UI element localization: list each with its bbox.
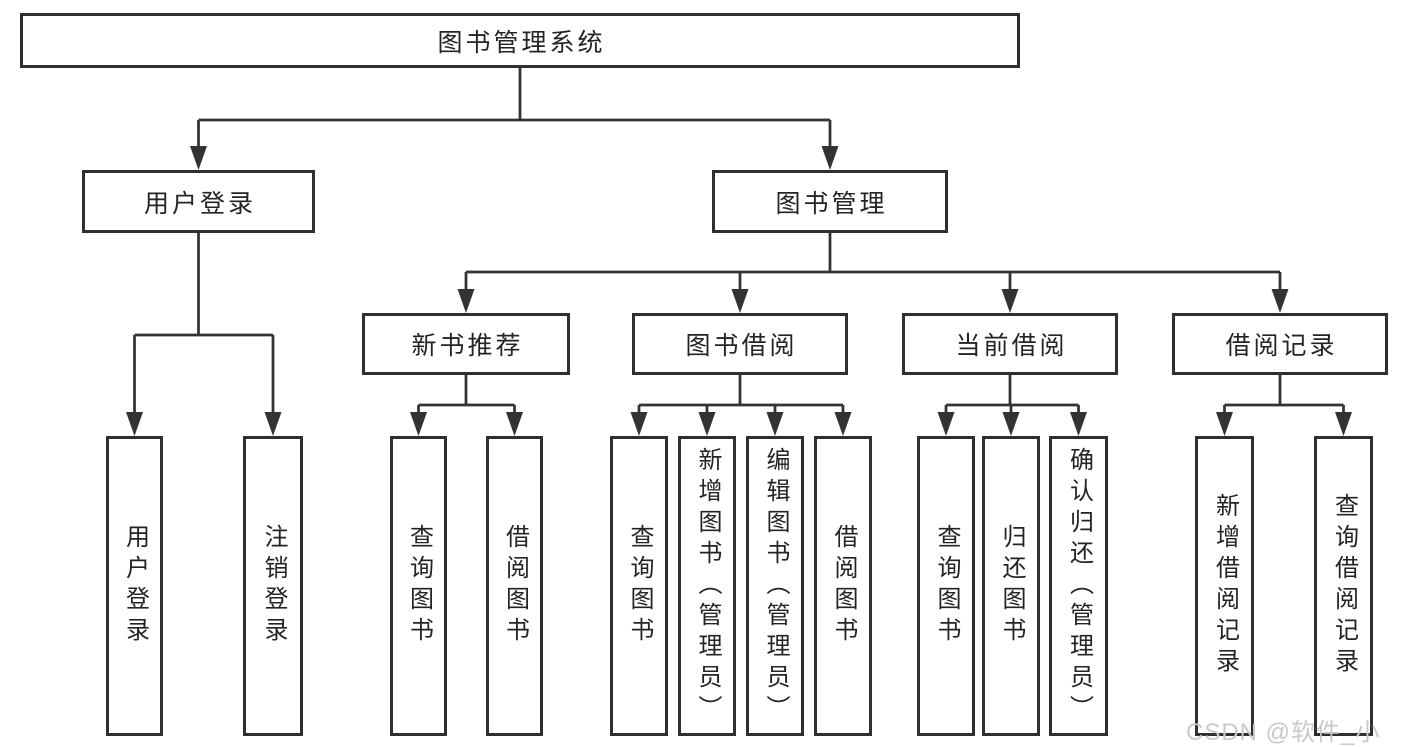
leaf-newbook-borrow-books: 借阅图书 [486,436,543,736]
node-borrow-records: 借阅记录 [1172,313,1388,375]
leaf-borrow-add-books-admin: 新增图书（管理员） [678,436,736,736]
connectors-book-mgmt-to-level3 [457,233,1289,313]
leaf-records-query-borrow-record: 查询借阅记录 [1314,436,1373,736]
connectors-book-borrow-to-leaves [630,375,852,436]
connectors-current-borrow-to-leaves [937,375,1087,436]
leaf-current-query-books: 查询图书 [917,436,975,736]
node-new-book-recommend: 新书推荐 [362,313,570,375]
leaf-newbook-query-books: 查询图书 [390,436,447,736]
connectors-borrow-records-to-leaves [1216,375,1352,436]
node-book-borrowing: 图书借阅 [632,313,848,375]
leaf-records-add-borrow-record: 新增借阅记录 [1195,436,1254,736]
connectors-user-login-to-leaves [126,233,282,436]
node-library-management-system: 图书管理系统 [20,13,1020,68]
leaf-borrow-borrow-books: 借阅图书 [814,436,872,736]
connectors-root-to-level2 [190,68,839,170]
leaf-logout: 注销登录 [243,436,303,736]
node-book-management: 图书管理 [712,170,948,233]
node-current-borrowing: 当前借阅 [902,313,1118,375]
leaf-user-login: 用户登录 [106,436,163,736]
csdn-watermark: CSDN @软件_小贺同学 [1186,719,1381,746]
leaf-current-return-books: 归还图书 [982,436,1040,736]
node-user-login: 用户登录 [82,170,315,233]
leaf-borrow-edit-books-admin: 编辑图书（管理员） [746,436,804,736]
leaf-current-confirm-return-admin: 确认归还（管理员） [1049,436,1108,736]
leaf-borrow-query-books: 查询图书 [610,436,668,736]
connectors-new-book-to-leaves [410,375,523,436]
